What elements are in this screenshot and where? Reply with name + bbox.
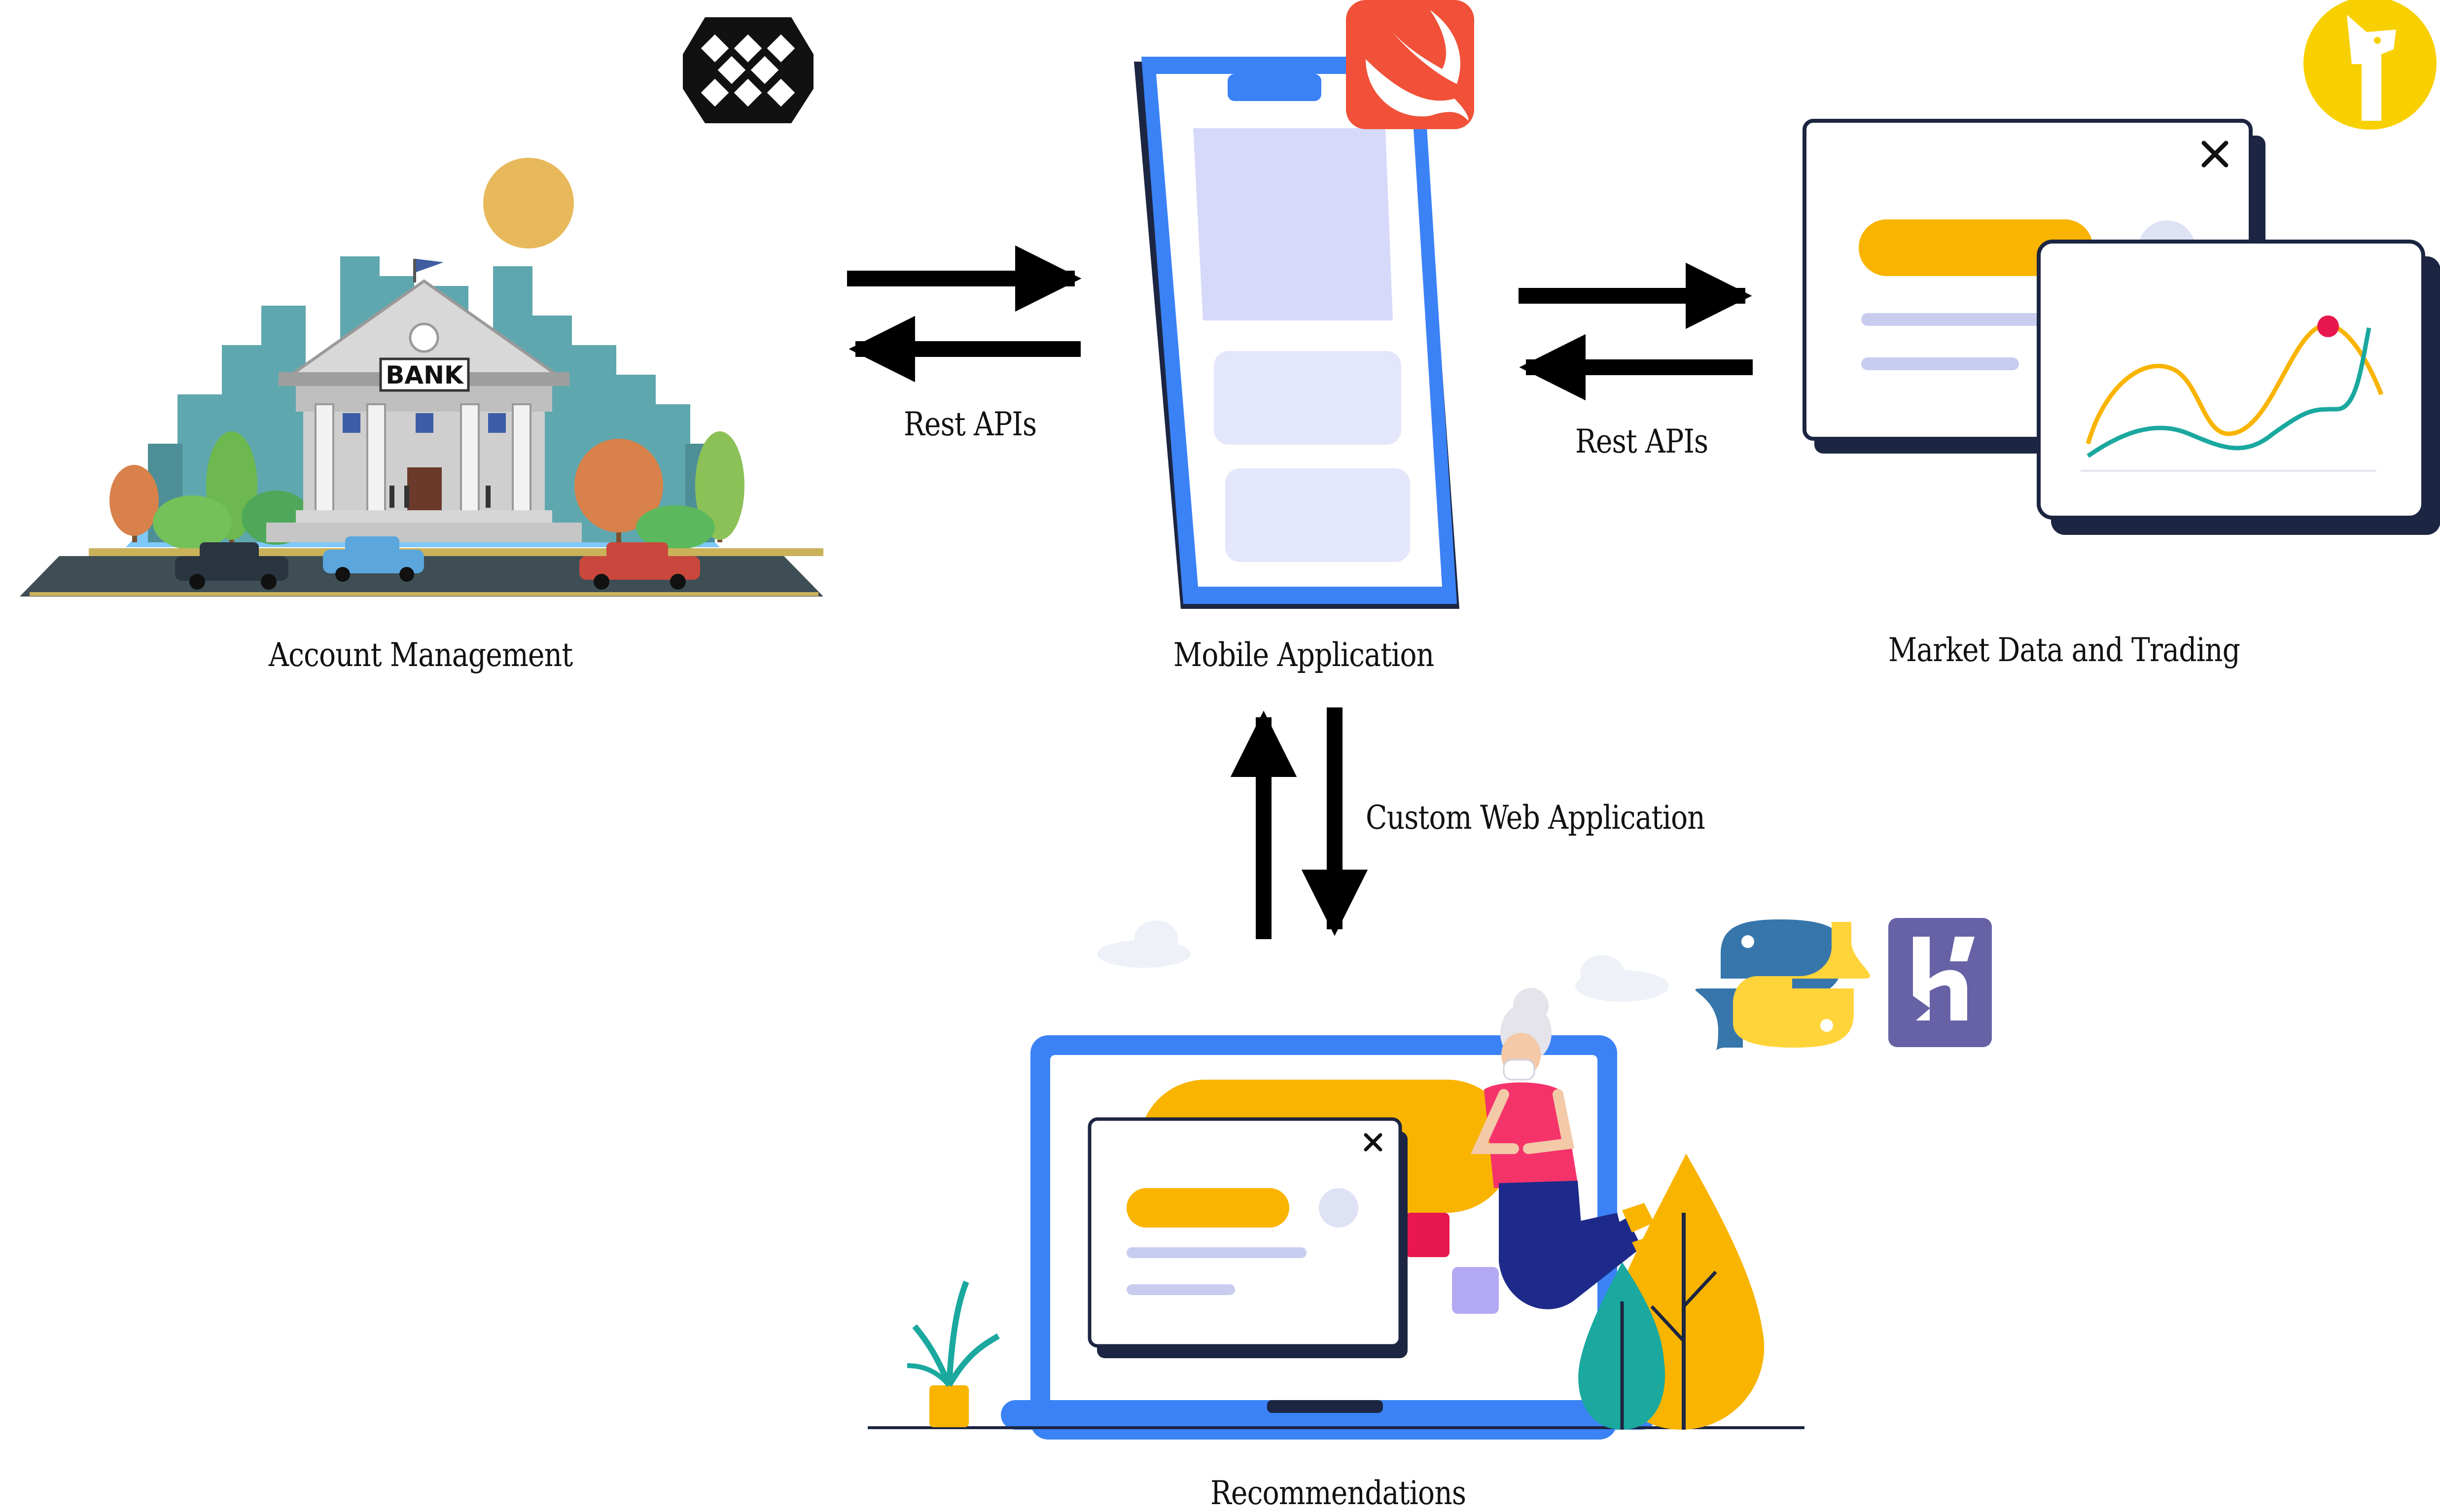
bank-sign-text: BANK [386,361,464,389]
sun-icon [483,158,574,248]
alpaca-logo-icon [2303,0,2437,130]
node-label-recommend: Recommendations [1210,1474,1466,1512]
bank-building: BANK [266,259,582,542]
node-label-mobile: Mobile Application [1173,636,1434,674]
phone-screen-card [1193,128,1393,320]
heroku-logo-icon [1888,918,1992,1047]
plant-icon [907,1280,1000,1427]
edge-mobile-market [1519,262,1753,401]
close-icon [2201,141,2228,168]
edge-account-mobile [847,245,1082,383]
trading-illustration [1803,119,2440,535]
person-illustration [1470,988,1662,1309]
bank-illustration: BANK [20,158,823,597]
node-label-market: Market Data and Trading [1888,631,2240,669]
phone-screen-card [1225,468,1410,562]
edge-label-account-mobile: Rest APIs [904,405,1037,443]
edge-mobile-recommend [1230,707,1368,939]
python-logo-icon [1695,919,1871,1051]
close-icon [1364,1133,1382,1152]
swift-logo-icon [1346,0,1474,129]
phone-illustration [1134,57,1459,609]
edge-label-mobile-market: Rest APIs [1575,422,1708,460]
plaid-logo-icon [683,17,813,123]
bank-sign [379,357,470,392]
car-icon [323,536,424,582]
phone-screen-card [1214,351,1401,445]
tree-icon [1578,1154,1765,1430]
edge-label-mobile-recommend: Custom Web Application [1366,799,1705,837]
car-icon [579,542,700,590]
recommendation-illustration [868,920,1804,1440]
node-label-account: Account Management [269,636,573,674]
car-icon [175,542,288,590]
